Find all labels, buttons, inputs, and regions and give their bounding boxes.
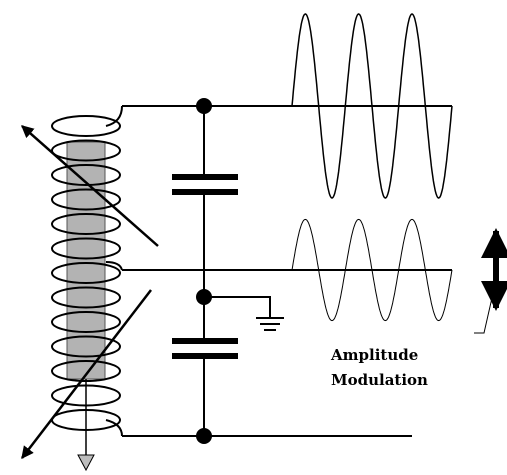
- coil-turn: [51, 286, 121, 309]
- coil-turn: [51, 188, 121, 211]
- coil-turn: [51, 115, 121, 137]
- tuning-arrow-icon: [21, 125, 159, 247]
- ferrite-core: [66, 141, 106, 380]
- antenna-icon: [77, 454, 95, 472]
- coil-turn: [51, 139, 121, 162]
- upper-carrier-wave: [291, 13, 453, 199]
- coil: [51, 115, 121, 431]
- modulation-slash: [474, 288, 495, 334]
- ground-wire: [204, 296, 271, 318]
- coil-turn: [51, 311, 121, 333]
- coil-bottom-lead: [105, 419, 123, 437]
- junction-dot: [196, 98, 212, 114]
- coil-top-lead: [105, 105, 123, 127]
- caption-amplitude: Amplitude: [331, 346, 419, 364]
- coil-turn: [51, 164, 121, 186]
- coil-turn: [51, 237, 121, 260]
- lower-modulated-wave: [291, 218, 453, 322]
- coil-turn: [51, 262, 121, 284]
- coil-turn: [51, 335, 121, 358]
- ground-icon: [256, 317, 284, 331]
- coil-turn: [51, 213, 121, 235]
- caption-modulation: Modulation: [331, 371, 428, 389]
- coil-middle-tap: [105, 261, 123, 271]
- tuning-arrow-icon: [21, 289, 152, 459]
- junction-dot: [196, 428, 212, 444]
